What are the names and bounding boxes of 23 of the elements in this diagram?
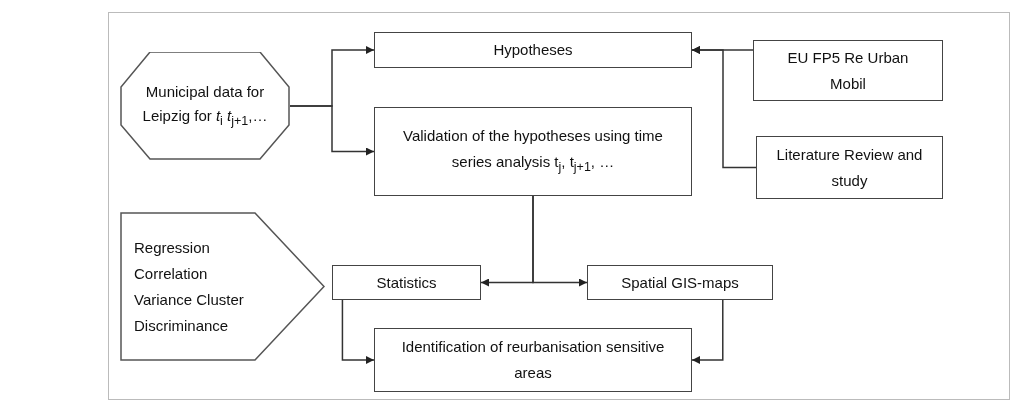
- arrow: [341, 299, 375, 364]
- process-box: [332, 265, 481, 300]
- result-box: [374, 328, 692, 392]
- node-label: Regression Correlation Variance Cluster Discriminance: [134, 237, 244, 336]
- node-label: Spatial GIS-maps: [621, 273, 739, 292]
- source-box: [753, 40, 943, 101]
- node-label: Statistics: [376, 273, 437, 292]
- node-label: Identification of reurbanisation sensitive areas: [400, 337, 666, 383]
- arrow: [691, 299, 724, 364]
- node-label: Validation of the hypotheses using time series analysis t$_{j}$, t$_{j+1}$, …: [402, 126, 664, 176]
- process-box: [587, 265, 773, 300]
- arrow: [691, 46, 757, 169]
- process-box: [374, 32, 692, 68]
- source-box: [756, 136, 943, 199]
- node-label: Municipal data for Leipzig for t$_{i}$ t$_{j+1}$,…: [141, 81, 269, 130]
- methods-pentagon: [120, 212, 325, 361]
- data-source-octagon: [120, 52, 290, 160]
- process-box: [374, 107, 692, 196]
- node-label: EU FP5 Re Urban Mobil: [786, 47, 910, 94]
- arrow: [289, 105, 375, 156]
- node-label: Literature Review and study: [775, 144, 924, 191]
- node-label: Hypotheses: [493, 41, 573, 59]
- arrow: [532, 195, 588, 287]
